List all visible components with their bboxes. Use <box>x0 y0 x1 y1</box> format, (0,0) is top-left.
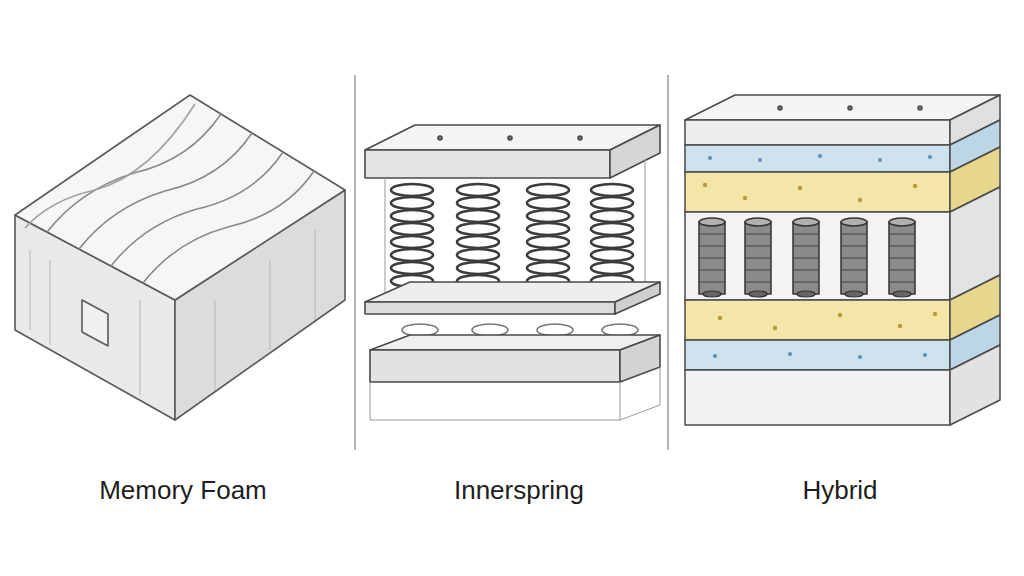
part-label: Memory Foam <box>97 474 269 506</box>
innerspring-sketch <box>365 125 660 420</box>
divider-line <box>354 75 356 450</box>
pocket-coil <box>745 218 771 297</box>
part-label: Hybrid <box>800 474 880 506</box>
memory-foam-sketch <box>15 95 345 420</box>
hybrid-sketch <box>685 95 1000 425</box>
pocket-coil <box>793 218 819 297</box>
divider-line <box>667 75 669 450</box>
pocket-coil <box>889 218 915 297</box>
part-label: Innerspring <box>452 474 587 506</box>
pocket-coil <box>699 218 725 297</box>
pocket-coil <box>841 218 867 297</box>
